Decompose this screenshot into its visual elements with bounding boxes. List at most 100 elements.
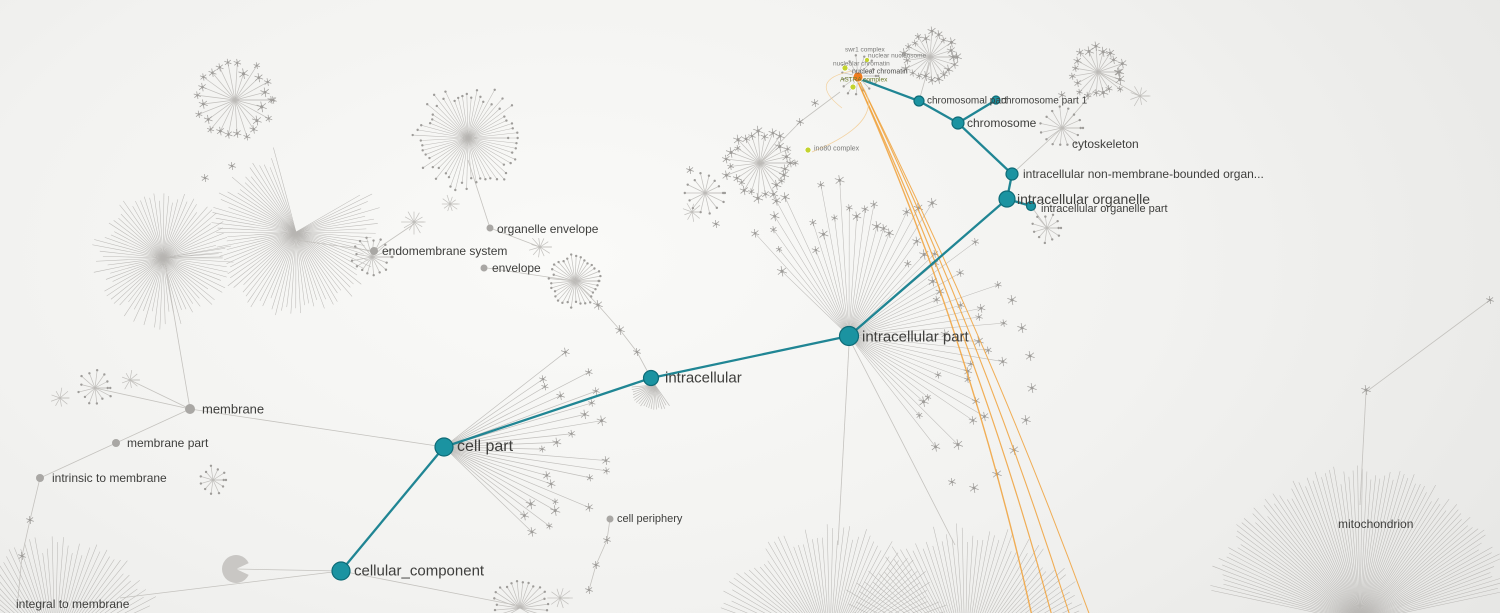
term-node-intracellular-organelle-part[interactable] <box>1025 200 1037 212</box>
term-node-intracellular-non-membrane-bounded-organelle[interactable] <box>1005 167 1019 181</box>
leaf-node-glyph <box>919 249 930 260</box>
label-chromosome[interactable]: chromosome <box>967 116 1037 130</box>
complex-node[interactable] <box>841 64 849 72</box>
label-ino80-complex[interactable]: ino80 complex <box>814 145 860 153</box>
leaf-node-glyph <box>998 356 1008 367</box>
leaf-node-glyph <box>1083 91 1092 100</box>
layer-grayedges <box>17 61 1491 607</box>
leaf-node-glyph <box>771 179 782 191</box>
term-node[interactable] <box>370 247 378 255</box>
leaf-node-glyph <box>721 154 731 164</box>
leaf-node-glyph <box>233 58 242 67</box>
leaf-node-glyph <box>899 48 910 59</box>
label-nucleolar-chromatin[interactable]: nucleolar chromatin <box>833 60 890 68</box>
leaf-node-glyph <box>1092 89 1100 97</box>
term-node[interactable] <box>112 439 120 447</box>
leaf-node-glyph <box>975 313 983 321</box>
leaf-node-glyph <box>1017 323 1027 333</box>
term-node-chromosome-part-1[interactable] <box>991 95 1001 105</box>
leaf-node-glyph <box>770 226 777 234</box>
leaf-node-glyph <box>1098 46 1109 57</box>
label-organelle-envelope[interactable]: organelle envelope <box>497 222 599 236</box>
leaf-node-glyph <box>976 303 986 313</box>
leaf-node-glyph <box>232 128 242 138</box>
label-swr1-complex[interactable]: swr1 complex <box>845 46 885 54</box>
leaf-node-glyph <box>968 416 978 425</box>
term-node[interactable] <box>606 515 614 523</box>
leaf-node-glyph <box>901 63 911 74</box>
term-node-chromosomal-part[interactable] <box>913 95 925 107</box>
label-intracellular-organelle-part[interactable]: intracellular organelle part <box>1041 203 1168 215</box>
leaf-node-glyph <box>203 114 213 124</box>
leaf-node-glyph <box>556 391 565 401</box>
highlight-path-orange <box>825 70 853 109</box>
label-membrane[interactable]: membrane <box>202 401 265 417</box>
label-nuclear-chromatin[interactable]: nuclear chromatin <box>852 68 908 76</box>
term-node[interactable] <box>185 404 195 414</box>
label-intracellular-part[interactable]: intracellular part <box>862 328 969 346</box>
term-node-intracellular-part[interactable] <box>838 325 860 347</box>
ino80-complex-node[interactable] <box>804 146 812 154</box>
leaf-node-glyph <box>748 132 756 140</box>
leaf-node-glyph <box>932 295 941 304</box>
leaf-node-glyph <box>994 281 1002 289</box>
leaf-node-glyph <box>585 586 593 594</box>
label-chromosomal-part[interactable]: chromosomal part <box>927 95 1008 107</box>
leaf-node-glyph <box>1091 41 1101 51</box>
leaf-node-glyph <box>1000 319 1008 327</box>
leaf-node-glyph <box>940 329 950 339</box>
leaf-node-glyph <box>1068 72 1076 80</box>
label-mitochondrion[interactable]: mitochondrion <box>1338 517 1414 531</box>
leaf-node-glyph <box>760 132 769 141</box>
complex-node[interactable] <box>864 57 870 63</box>
label-cell-part[interactable]: cell part <box>457 438 514 455</box>
leaf-node-glyph <box>739 185 749 196</box>
label-endomembrane-system[interactable]: endomembrane system <box>382 244 508 258</box>
layer-wedges <box>221 555 249 584</box>
layer-clusters <box>0 31 1500 613</box>
label-integral-to-membrane[interactable]: integral to membrane <box>16 597 130 611</box>
label-cell-periphery[interactable]: cell periphery <box>617 513 683 525</box>
term-node-intracellular[interactable] <box>642 369 660 387</box>
label-intracellular[interactable]: intracellular <box>665 369 742 387</box>
label-chromosome-part-1[interactable]: chromosome part 1 <box>1001 95 1088 107</box>
leaf-node-glyph <box>861 205 869 214</box>
term-node-chromosome[interactable] <box>951 116 965 130</box>
label-cellular-component[interactable]: cellular_component <box>354 562 485 580</box>
label-astra-complex[interactable]: ASTRA complex <box>840 76 888 84</box>
label-intracellular-non-membrane-bounded-organ[interactable]: intracellular non-membrane-bounded organ… <box>1023 167 1264 181</box>
term-node-cellular-component[interactable] <box>331 561 351 581</box>
leaf-node-glyph <box>1109 55 1118 65</box>
leaf-node-glyph <box>734 144 741 152</box>
term-node[interactable] <box>486 224 494 232</box>
term-node[interactable] <box>36 474 44 482</box>
leaf-node-glyph <box>742 134 751 144</box>
label-envelope[interactable]: envelope <box>492 261 541 275</box>
label-nuclear-nucleosome[interactable]: nuclear nucleosome <box>868 52 927 60</box>
label-cytoskeleton[interactable]: cytoskeleton <box>1072 137 1139 151</box>
leaf-node-glyph <box>921 33 931 44</box>
leaf-node-glyph <box>948 477 956 487</box>
leaf-node-glyph <box>811 245 820 255</box>
leaf-node-glyph <box>914 33 922 41</box>
nuclear-chromatin-hub-node[interactable] <box>852 71 864 83</box>
label-intracellular-organelle[interactable]: intracellular organelle <box>1017 191 1151 207</box>
term-node-intracellular-organelle[interactable] <box>998 190 1016 208</box>
leaf-node-glyph <box>1114 74 1126 85</box>
leaf-node-glyph <box>934 371 942 379</box>
highlight-path-orange <box>857 81 1052 613</box>
leaf-node-glyph <box>195 110 203 118</box>
label-intrinsic-to-membrane[interactable]: intrinsic to membrane <box>52 471 167 485</box>
term-node-cell-part[interactable] <box>434 437 454 457</box>
leaf-node-glyph <box>596 415 607 426</box>
label-membrane-part[interactable]: membrane part <box>127 436 209 450</box>
leaf-node-glyph <box>940 36 947 44</box>
term-node[interactable] <box>480 264 488 272</box>
leaf-node-glyph <box>956 268 965 277</box>
complex-node[interactable] <box>849 83 857 91</box>
leaf-node-glyph <box>927 197 938 209</box>
leaf-node-glyph <box>216 126 225 136</box>
leaf-node-glyph <box>1073 79 1082 88</box>
leaf-node-glyph <box>934 30 944 39</box>
